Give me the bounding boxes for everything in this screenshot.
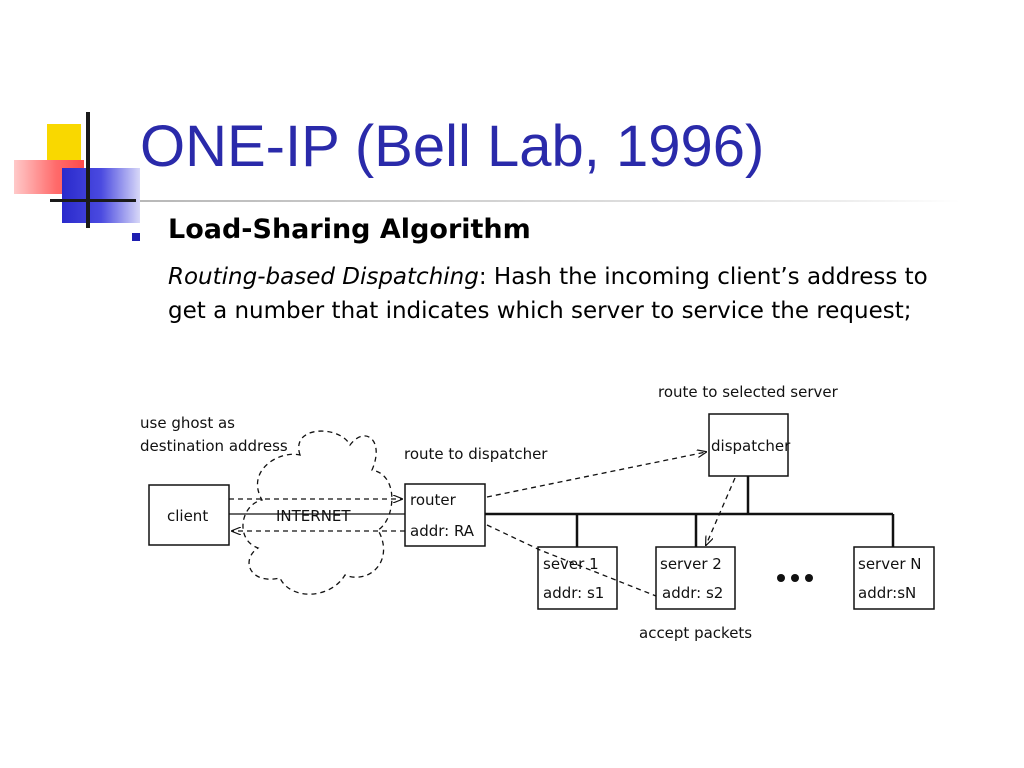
ellipsis-dot-2 xyxy=(791,574,799,582)
decor-horizontal-line xyxy=(50,199,136,202)
server-2-addr-label: addr: s2 xyxy=(662,584,723,602)
body-text: Routing-based Dispatching: Hash the inco… xyxy=(168,260,968,328)
bullet-heading: Load-Sharing Algorithm xyxy=(168,214,531,245)
dispatcher-label: dispatcher xyxy=(711,437,791,455)
router-label: router xyxy=(410,491,457,509)
body-text-italic: Routing-based Dispatching xyxy=(168,264,479,290)
decor-yellow-square xyxy=(47,124,81,164)
server-1-label: sever 1 xyxy=(543,555,599,573)
server-2-label: server 2 xyxy=(660,555,722,573)
decor-blue-bar xyxy=(62,168,140,223)
body-text-rest: : Hash the incoming client’s address to … xyxy=(168,264,928,324)
label-route-dispatcher: route to dispatcher xyxy=(404,445,548,463)
internet-cloud xyxy=(242,430,393,595)
label-route-selected: route to selected server xyxy=(658,383,839,401)
label-ghost-line1: use ghost as xyxy=(140,414,235,432)
arrow-router-to-dispatcher xyxy=(486,452,706,498)
client-label: client xyxy=(167,507,208,525)
server-n-box xyxy=(853,546,935,610)
ellipsis-dot-3 xyxy=(805,574,813,582)
slide-title: ONE-IP (Bell Lab, 1996) xyxy=(140,114,765,179)
server-1-box xyxy=(537,546,618,610)
server-1-addr-label: addr: s1 xyxy=(543,584,604,602)
router-box xyxy=(404,483,486,547)
label-ghost-line2: destination address xyxy=(140,437,288,455)
decor-vertical-line xyxy=(86,112,90,228)
ellipsis-dot-1 xyxy=(777,574,785,582)
title-divider xyxy=(140,200,960,202)
client-box xyxy=(148,484,230,546)
bullet-square-icon xyxy=(132,233,140,241)
server-n-label: server N xyxy=(858,555,921,573)
dispatcher-box xyxy=(708,413,789,477)
server-2-box xyxy=(655,546,736,610)
label-accept-packets: accept packets xyxy=(639,624,752,642)
server-n-addr-label: addr:sN xyxy=(858,584,916,602)
router-addr-label: addr: RA xyxy=(410,522,475,540)
path-server-response xyxy=(486,524,657,597)
arrow-dispatcher-to-server xyxy=(706,477,736,545)
internet-label: INTERNET xyxy=(276,507,351,525)
